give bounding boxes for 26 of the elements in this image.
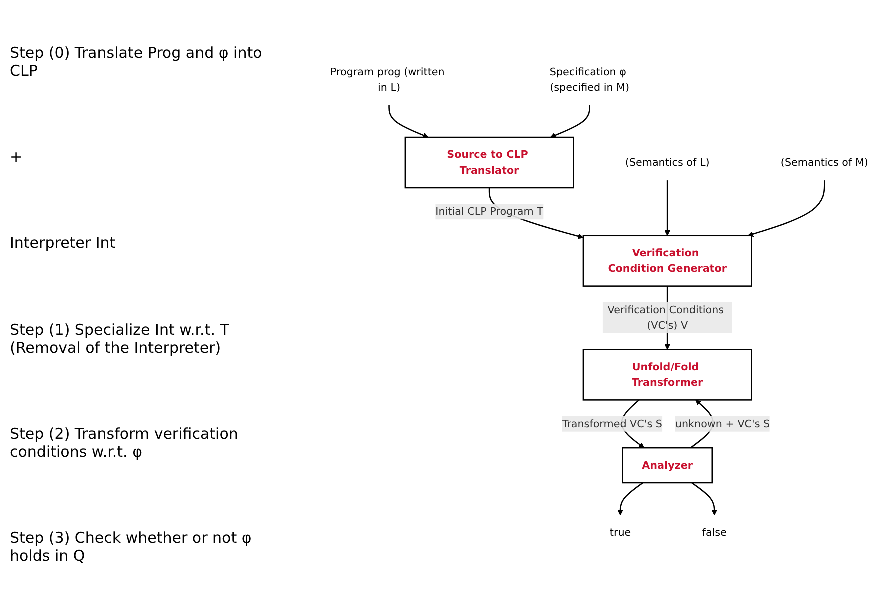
step-note: + xyxy=(10,148,24,166)
node-box: Source to CLP Translator xyxy=(404,136,574,189)
node-box: Verification Condition Generator xyxy=(582,235,752,287)
node-text: Program prog (written in L) xyxy=(330,66,445,94)
node-box: Unfold/Fold Transformer xyxy=(582,349,752,401)
node-text: true xyxy=(610,526,632,539)
step-note: Step (2) Transform verification conditions w.r.t. φ xyxy=(10,424,240,461)
step-note: Interpreter Int xyxy=(10,234,117,252)
edge-label: Initial CLP Program T xyxy=(436,205,544,218)
node-text: (Semantics of M) xyxy=(780,156,868,169)
arrow xyxy=(748,180,826,238)
arrow xyxy=(664,180,670,236)
edge-label: Transformed VC's S xyxy=(562,418,662,430)
edge-label: Verification Conditions (VC's) V xyxy=(608,304,724,332)
node-text: Specification φ (specified in M) xyxy=(550,66,630,94)
arrow xyxy=(388,105,429,138)
step-note: Step (0) Translate Prog and φ into CLP xyxy=(10,44,264,80)
arrow xyxy=(550,105,590,138)
edge-label: unknown + VC's S xyxy=(675,418,770,430)
node-text: (Semantics of L) xyxy=(625,156,710,169)
step-note: Step (3) Check whether or not φ holds in Q xyxy=(10,528,253,565)
arrow xyxy=(692,482,718,516)
node-box: Analyzer xyxy=(622,447,714,484)
arrow xyxy=(618,482,644,516)
node-text: false xyxy=(702,526,727,539)
step-note: Step (1) Specialize Int w.r.t. T (Removal of the Interpreter) xyxy=(10,320,230,357)
